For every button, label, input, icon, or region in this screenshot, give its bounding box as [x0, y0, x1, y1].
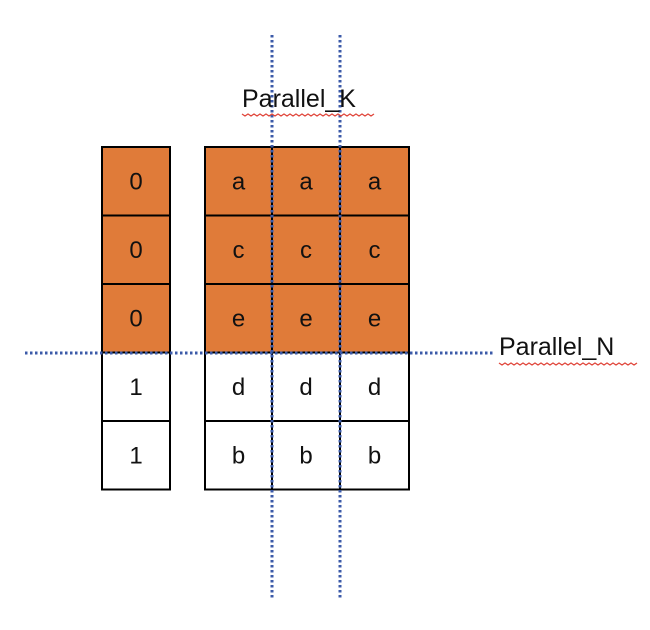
- left-cell-0-box: [101, 146, 171, 217]
- data-matrix: a a a c c c e e e d d d b b b: [204, 146, 410, 491]
- parallel-n-spellcheck-squiggle: [498, 362, 638, 366]
- matrix-cell-r0-c0-box: [204, 146, 273, 217]
- matrix-cell-r4-c2-box: [339, 420, 410, 491]
- matrix-cell-r3-c1-label: d: [299, 374, 312, 401]
- left-cell-3-box: [101, 351, 171, 422]
- left-cell-1-box: [101, 214, 171, 285]
- left-cell-0-label: 0: [129, 168, 142, 195]
- left-cell-4-label: 1: [129, 442, 142, 469]
- parallel-k-spellcheck-squiggle: [241, 113, 375, 117]
- matrix-cell-r2-c1-label: e: [299, 305, 312, 332]
- matrix-cell-r4-c1-label: b: [299, 442, 312, 469]
- left-indicator-column: 0 0 0 1 1: [101, 146, 171, 491]
- left-cell-4-box: [101, 420, 171, 491]
- matrix-cell-r1-c0-label: c: [233, 237, 245, 264]
- matrix-cell-r4-c0-label: b: [232, 442, 245, 469]
- matrix-cell-r4-c0-box: [204, 420, 273, 491]
- left-cell-1-label: 0: [129, 237, 142, 264]
- matrix-cell-r2-c2-label: e: [368, 305, 381, 332]
- divider-lines: [25, 35, 493, 598]
- matrix-cell-r4-c1-box: [271, 420, 341, 491]
- left-cell-3-label: 1: [129, 374, 142, 401]
- matrix-cell-r0-c0-label: a: [232, 168, 246, 195]
- matrix-cell-r2-c2-box: [339, 283, 410, 354]
- matrix-cell-r1-c2-box: [339, 214, 410, 285]
- matrix-cell-r1-c1-box: [271, 214, 341, 285]
- matrix-cell-r2-c0-label: e: [232, 305, 245, 332]
- matrix-cell-r0-c2-label: a: [368, 168, 382, 195]
- matrix-cell-r3-c2-label: d: [368, 374, 381, 401]
- matrix-cell-r1-c2-label: c: [369, 237, 381, 264]
- left-cell-2-label: 0: [129, 305, 142, 332]
- parallel-k-label: Parallel_K: [242, 85, 356, 113]
- matrix-cell-r2-c0-box: [204, 283, 273, 354]
- matrix-cell-r1-c1-label: c: [300, 237, 312, 264]
- parallel-n-label: Parallel_N: [499, 333, 614, 361]
- matrix-cell-r3-c0-label: d: [232, 374, 245, 401]
- matrix-cell-r0-c1-label: a: [299, 168, 313, 195]
- matrix-cell-r4-c2-label: b: [368, 442, 381, 469]
